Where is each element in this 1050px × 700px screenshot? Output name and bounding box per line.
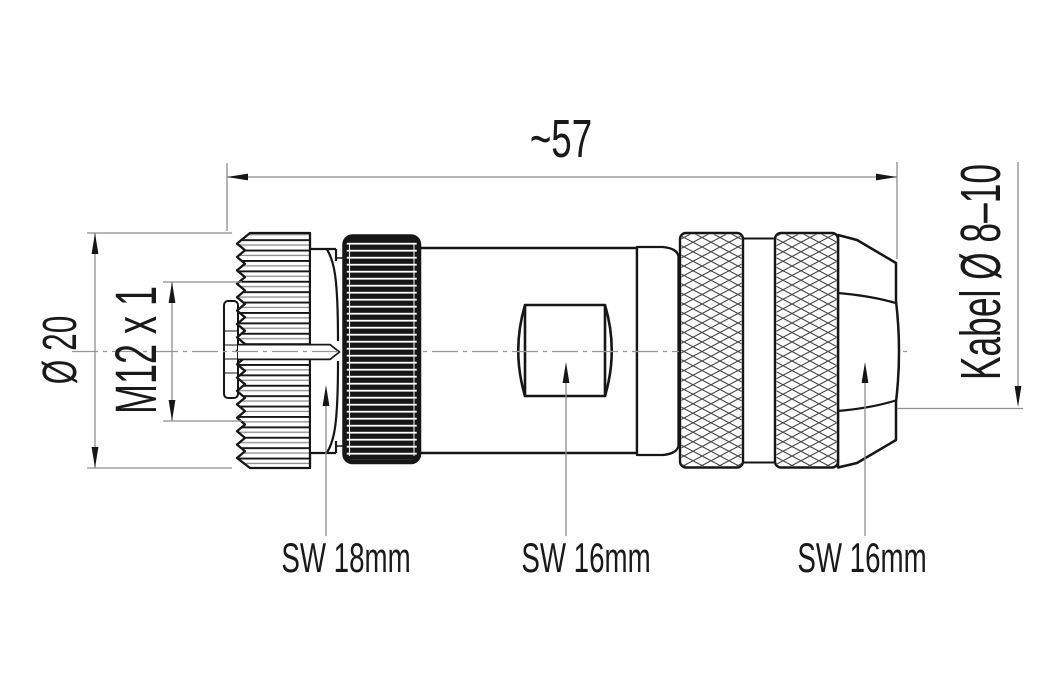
dimension-arrowheads xyxy=(91,173,1022,468)
hex-section-edges xyxy=(310,247,338,455)
arrow-right xyxy=(876,173,897,181)
cable-diameter-dimension: Kabel Ø 8–10 xyxy=(950,164,1014,380)
hex-chamfer-arc-top xyxy=(326,248,340,342)
arrow-sw16-rear-up xyxy=(861,362,869,383)
cable-leader-line xyxy=(897,162,1023,410)
front-insert-lines xyxy=(224,330,238,374)
connector-part xyxy=(223,231,680,470)
gland-groove xyxy=(742,237,776,464)
hex-flat-arc-right xyxy=(603,304,614,397)
hex-flat-arc-left xyxy=(516,304,527,397)
knurl-band-rear-hatch xyxy=(776,234,837,466)
grip-ring-highlights xyxy=(348,243,415,456)
arrow-thread-top xyxy=(168,282,176,303)
wrench-size-rear-label: SW 16mm xyxy=(797,534,926,581)
front-insert xyxy=(223,300,239,399)
overall-length-dimension: ~57 xyxy=(530,108,592,169)
knurl-band-front-hatch xyxy=(681,234,742,466)
arrow-dia-bottom xyxy=(91,447,99,468)
wrench-size-front-label: SW 18mm xyxy=(281,534,410,581)
dimension-lines xyxy=(87,162,1023,536)
arrow-dia-top xyxy=(91,233,99,254)
arrow-left xyxy=(227,173,248,181)
arrow-thread-bottom xyxy=(168,400,176,421)
cable-gland-cap xyxy=(836,233,901,469)
cap-hex-line-top xyxy=(837,291,896,305)
cap-hex-line-bottom xyxy=(837,399,896,413)
wrench-size-middle-label: SW 16mm xyxy=(521,534,650,581)
diameter-ext-lines xyxy=(87,232,232,469)
connector-part-rear xyxy=(342,231,901,469)
outer-diameter-dimension: Ø 20 xyxy=(32,316,86,385)
arrow-cable-down xyxy=(1014,386,1022,407)
thread-dimension: M12 x 1 xyxy=(104,286,169,414)
arrow-sw18-up xyxy=(322,385,330,406)
arrow-sw16-mid-up xyxy=(562,362,570,383)
hex-chamfer-arc-bottom xyxy=(326,360,340,454)
dimension-texts: ~57 Ø 20 M12 x 1 Kabel Ø 8–10 SW 18mm SW… xyxy=(32,108,1013,582)
thread-ext-lines xyxy=(163,281,242,422)
grip-ring xyxy=(342,234,422,465)
